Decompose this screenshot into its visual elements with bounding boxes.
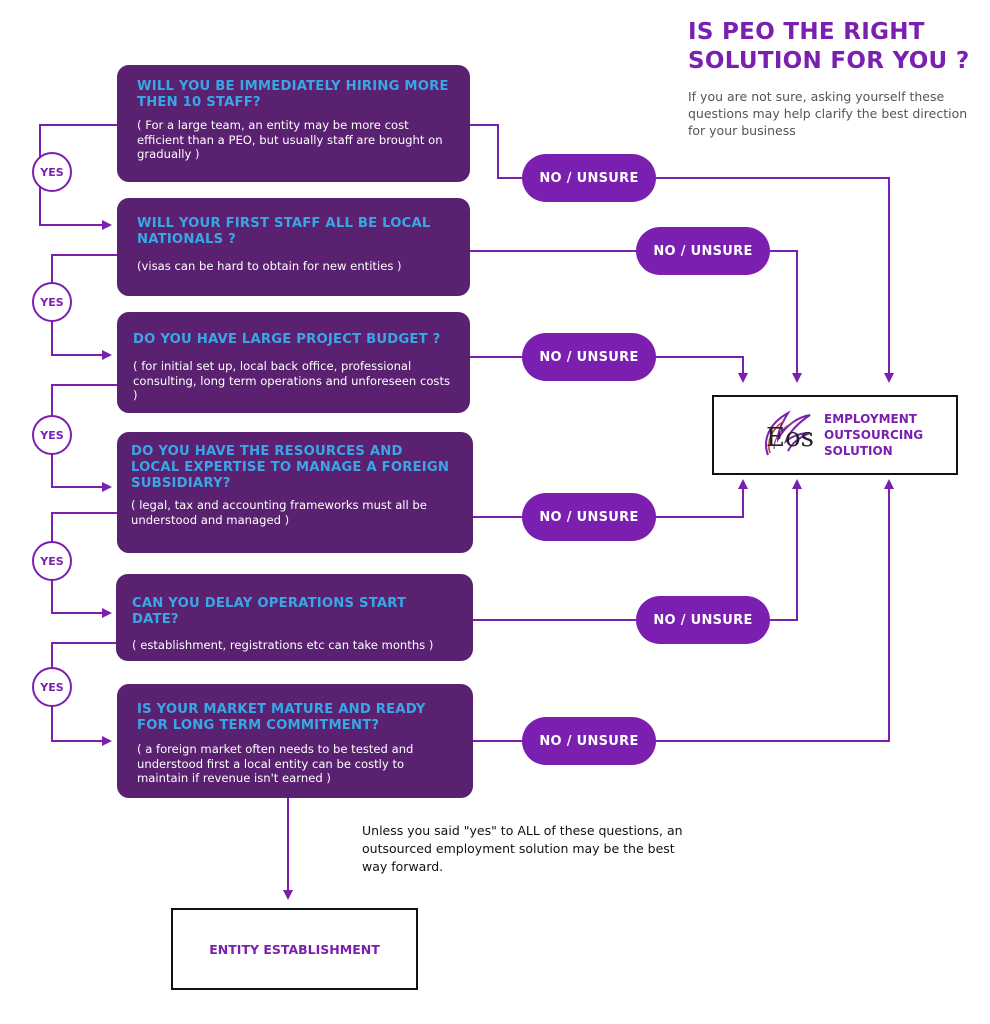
question-note: (visas can be hard to obtain for new ent…: [137, 259, 402, 273]
no-connector-6b: [656, 479, 894, 742]
question-note: ( establishment, registrations etc can t…: [132, 638, 434, 652]
wing-logo-icon: [765, 410, 811, 456]
yes-badge-5: YES: [32, 667, 72, 707]
yes-badge-4: YES: [32, 541, 72, 581]
question-box-2: WILL YOUR FIRST STAFF ALL BE LOCAL NATIO…: [117, 198, 470, 296]
yes-badge-3: YES: [32, 415, 72, 455]
no-connector-5b: [770, 479, 802, 621]
question-note: ( legal, tax and accounting frameworks m…: [131, 498, 427, 527]
entity-establishment-label: ENTITY ESTABLISHMENT: [209, 941, 380, 957]
no-connector-1: [470, 124, 524, 179]
question-note: ( For a large team, an entity may be mor…: [137, 118, 443, 161]
question-title: WILL YOUR FIRST STAFF ALL BE LOCAL NATIO…: [137, 216, 431, 247]
no-unsure-badge-1: NO / UNSURE: [522, 154, 656, 202]
question-box-4: DO YOU HAVE THE RESOURCES AND LOCAL EXPE…: [117, 432, 473, 553]
no-unsure-badge-4: NO / UNSURE: [522, 493, 656, 541]
entity-establishment-box: ENTITY ESTABLISHMENT: [171, 908, 418, 990]
eos-solution-box: Eos EMPLOYMENT OUTSOURCING SOLUTION: [712, 395, 958, 475]
question-title: CAN YOU DELAY OPERATIONS START DATE?: [132, 596, 407, 627]
question-title: DO YOU HAVE LARGE PROJECT BUDGET ?: [133, 332, 441, 347]
question-note: ( a foreign market often needs to be tes…: [137, 742, 414, 785]
question-title: DO YOU HAVE THE RESOURCES AND LOCAL EXPE…: [131, 444, 450, 491]
conclusion-text: Unless you said "yes" to ALL of these qu…: [362, 823, 683, 874]
no-unsure-badge-5: NO / UNSURE: [636, 596, 770, 644]
no-unsure-badge-6: NO / UNSURE: [522, 717, 656, 765]
question-box-1: WILL YOU BE IMMEDIATELY HIRING MORE THEN…: [117, 65, 470, 182]
yes-badge-2: YES: [32, 282, 72, 322]
no-unsure-badge-3: NO / UNSURE: [522, 333, 656, 381]
eos-logo-word: Eos: [766, 423, 814, 453]
question-box-5: CAN YOU DELAY OPERATIONS START DATE? ( e…: [116, 574, 473, 661]
page-subtitle: If you are not sure, asking yourself the…: [688, 89, 968, 138]
no-connector-3b: [656, 356, 748, 383]
no-connector-1b: [656, 177, 894, 383]
question-note: ( for initial set up, local back office,…: [133, 359, 451, 402]
question-box-3: DO YOU HAVE LARGE PROJECT BUDGET ? ( for…: [117, 312, 470, 413]
eos-solution-label: EMPLOYMENT OUTSOURCING SOLUTION: [824, 412, 924, 458]
question-title: IS YOUR MARKET MATURE AND READY FOR LONG…: [137, 702, 426, 733]
no-connector-4b: [656, 479, 748, 518]
question-title: WILL YOU BE IMMEDIATELY HIRING MORE THEN…: [137, 79, 449, 110]
question-box-6: IS YOUR MARKET MATURE AND READY FOR LONG…: [117, 684, 473, 798]
yes-badge-1: YES: [32, 152, 72, 192]
page-title: IS PEO THE RIGHT SOLUTION FOR YOU ?: [688, 19, 970, 74]
no-unsure-badge-2: NO / UNSURE: [636, 227, 770, 275]
no-connector-2b: [770, 250, 802, 383]
